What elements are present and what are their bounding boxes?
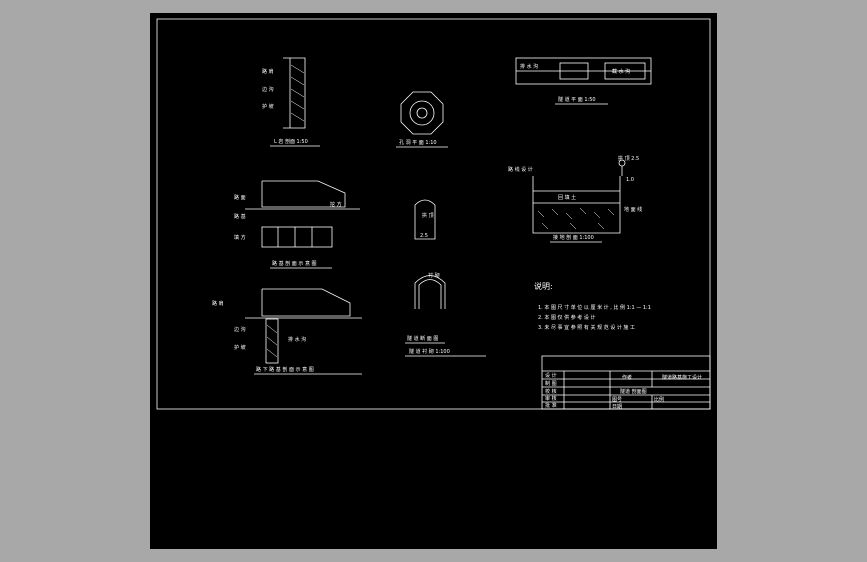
notes-heading: 说明: xyxy=(534,281,553,291)
label-drain-2: 排 水 沟 xyxy=(288,336,306,343)
notes: 说明: 1. 本 图 尺 寸 单 位 以 厘 米 计 , 比 例 1:1 — 1… xyxy=(534,281,651,331)
label-slope: 护 坡 xyxy=(262,103,274,110)
label-1-0: 1.0 xyxy=(626,177,634,183)
label-drain: 排 水 沟 xyxy=(520,63,538,70)
tb-sheet: 图号 xyxy=(612,397,622,403)
detail-subgrade-section: 路 面 路 基 填 方 挖 方 路 基 剖 面 示 意 图 xyxy=(234,180,360,269)
label-cutoff-ditch: 截 水 沟 xyxy=(612,68,630,75)
detail-title-5: 路 基 剖 面 示 意 图 xyxy=(272,260,317,267)
note-2: 2. 本 图 仅 供 参 考 设 计 xyxy=(538,314,596,321)
label-fill: 填 方 xyxy=(234,234,246,241)
detail-tunnel-section: 拱 顶 2.5 xyxy=(414,199,436,240)
detail-ground-section: 路 线 设 计 1.0 拱 顶 2.5 地 面 线 回 填 土 接 地 剖 面 … xyxy=(508,155,642,243)
drawing-frame xyxy=(156,18,711,410)
label-ditch: 边 沟 xyxy=(262,86,274,93)
tb-date: 日期 xyxy=(612,404,622,410)
detail-octagon-plan: 孔 洞 平 面 1:10 xyxy=(396,91,448,148)
detail-title-2: 孔 洞 平 面 1:10 xyxy=(399,139,437,146)
tb-project: 隧道路基施工设计 xyxy=(662,374,702,381)
label-2-5: 2.5 xyxy=(420,233,428,239)
detail-title-6: 路 下 路 基 剖 面 示 意 图 xyxy=(256,366,314,373)
detail-title-4: 接 地 剖 面 1:100 xyxy=(553,234,594,241)
note-1: 1. 本 图 尺 寸 单 位 以 厘 米 计 , 比 例 1:1 — 1:1 xyxy=(538,304,651,311)
label-subgrade: 路 基 xyxy=(234,213,246,220)
tb-scale: 比例 xyxy=(654,396,664,403)
tb-draw: 制 图 xyxy=(545,380,557,387)
detail-title-8: 隧 道 衬 砌 1:100 xyxy=(409,348,450,355)
tb-design: 设 计 xyxy=(545,372,557,379)
label-lining: 衬 砌 xyxy=(428,272,440,279)
label-road-shoulder: 路 肩 xyxy=(262,68,274,75)
detail-wall-section: 路 肩 边 沟 护 坡 L 岩 剖面 1:50 xyxy=(262,57,320,147)
title-block: 设 计 制 图 校 核 审 核 批 准 作者 隧道路基施工设计 隧道 剖面图 图… xyxy=(541,355,711,410)
tb-approve: 批 准 xyxy=(545,402,557,409)
label-road-design: 路 线 设 计 xyxy=(508,166,533,173)
label-pavement: 路 面 xyxy=(234,194,246,201)
detail-lower-subgrade-section: 路 肩 边 沟 护 坡 排 水 沟 路 下 路 基 剖 面 示 意 图 xyxy=(212,288,362,375)
detail-title-1: L 岩 剖面 1:50 xyxy=(274,138,308,145)
tb-check: 校 核 xyxy=(545,388,557,395)
label-slope-2: 护 坡 xyxy=(234,344,246,351)
detail-tunnel-plan: 排 水 沟 截 水 沟 隧 道 平 面 1:50 xyxy=(515,57,652,105)
tb-author: 作者 xyxy=(622,374,632,381)
label-arch-2-5: 拱 顶 2.5 xyxy=(618,155,639,162)
tb-drawing: 隧道 剖面图 xyxy=(620,388,647,395)
label-cut: 挖 方 xyxy=(330,201,342,208)
label-ditch-2: 边 沟 xyxy=(234,326,246,333)
note-3: 3. 未 尽 事 宜 参 照 有 关 规 范 设 计 施 工 xyxy=(538,324,635,331)
label-road-shoulder-2: 路 肩 xyxy=(212,300,224,307)
label-arch-top: 拱 顶 xyxy=(422,212,434,219)
detail-title-7: 隧 道 断 面 图 xyxy=(407,335,438,342)
detail-tunnel-lining: 衬 砌 隧 道 断 面 图 隧 道 衬 砌 1:100 xyxy=(405,272,486,357)
label-backfill: 回 填 土 xyxy=(558,194,576,201)
cad-drawing: 路 肩 边 沟 护 坡 L 岩 剖面 1:50 孔 洞 平 面 1:10 排 水… xyxy=(156,18,711,410)
detail-title-3: 隧 道 平 面 1:50 xyxy=(558,96,596,103)
drawing-sheet: 路 肩 边 沟 护 坡 L 岩 剖面 1:50 孔 洞 平 面 1:10 排 水… xyxy=(150,13,717,549)
tb-review: 审 核 xyxy=(545,395,557,402)
label-ground-line: 地 面 线 xyxy=(624,206,642,213)
